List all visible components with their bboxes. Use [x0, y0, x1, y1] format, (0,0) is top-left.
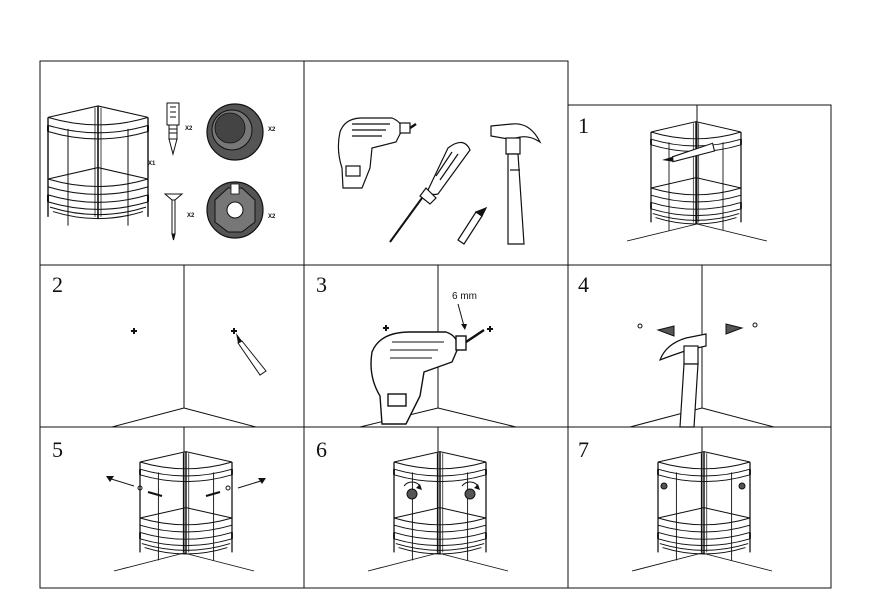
screw-icon: [205, 491, 221, 497]
step-number: 5: [52, 437, 63, 462]
screwdriver-icon: [389, 141, 471, 243]
shelf-qty: X1: [148, 161, 156, 167]
panel-step-2: 2: [52, 265, 267, 428]
hammer-icon: [658, 333, 707, 428]
cap-qty: X2: [268, 127, 276, 133]
wall-anchor-icon: [166, 102, 180, 156]
drill-icon: [337, 117, 417, 189]
anchor-qty: X2: [185, 126, 193, 132]
panel-grid: [39, 60, 832, 589]
panel-parts: X1 X2 X2 X2: [47, 102, 276, 241]
corner-shelf-icon: [47, 104, 149, 227]
step-number: 6: [316, 437, 327, 462]
step-number: 4: [578, 272, 589, 297]
pencil-icon: [457, 206, 488, 245]
mounting-cap-icon: [206, 103, 264, 161]
corner-shelf-icon: [657, 450, 751, 562]
panel-step-6: 6: [316, 426, 509, 572]
step-number: 3: [316, 272, 327, 297]
bracket-qty: X2: [268, 214, 276, 220]
step-number: 7: [578, 437, 589, 462]
drill-bit-label: 6 mm: [452, 291, 477, 302]
panel-step-1: 1: [578, 104, 768, 242]
wall-anchor-icon: [656, 325, 675, 337]
panel-step-5: 5: [52, 426, 266, 572]
hammer-icon: [490, 123, 542, 245]
screw-icon: [147, 491, 163, 497]
panel-tools: [337, 117, 542, 245]
step-number: 2: [52, 272, 63, 297]
step-number: 1: [578, 113, 589, 138]
wall-anchor-icon: [725, 323, 744, 335]
mounting-bracket-icon: [206, 181, 264, 239]
panel-step-3: 3 6 mm: [316, 265, 517, 428]
panel-step-7: 7: [578, 426, 773, 572]
screw-qty: X2: [187, 213, 195, 219]
screw-icon: [163, 193, 184, 241]
pencil-icon: [661, 128, 718, 177]
mounting-bracket-icon: [403, 481, 422, 500]
mounting-bracket-icon: [461, 481, 480, 500]
pencil-icon: [235, 332, 267, 376]
drill-icon: [370, 328, 485, 425]
panel-step-4: 4: [578, 265, 775, 428]
